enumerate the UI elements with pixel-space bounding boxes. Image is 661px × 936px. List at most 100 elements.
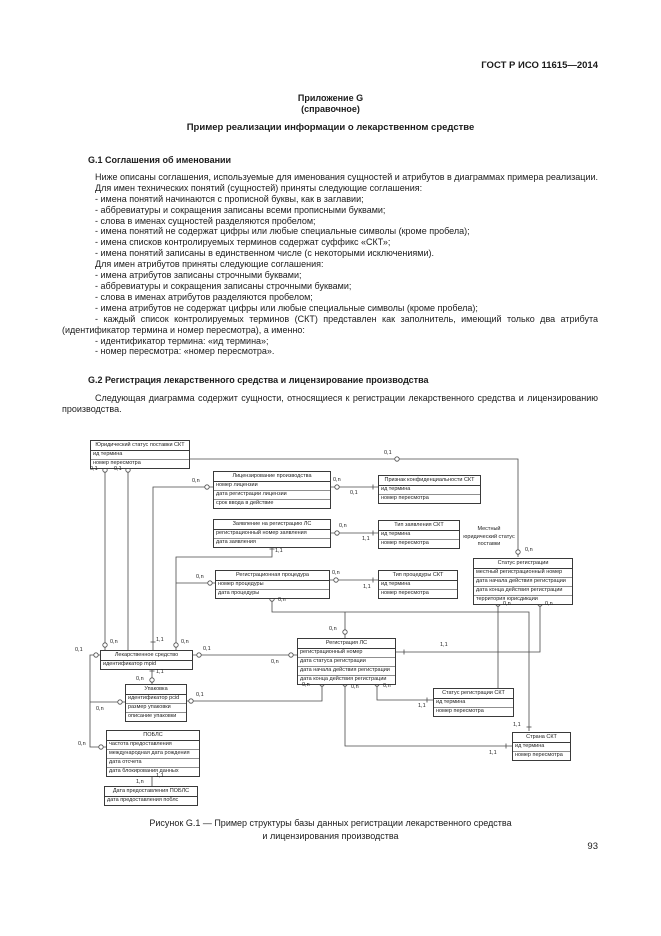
entity-attribute: дата начала действия регистрации (298, 665, 395, 675)
entity-title: Тип заявления СКТ (379, 521, 459, 531)
cardinality-label: 0,n (332, 570, 340, 576)
entity-attribute: ид термина (515, 743, 545, 749)
entity-title: Дата предоставления ПОБЛС (105, 787, 197, 797)
cardinality-label: 1,1 (440, 642, 448, 648)
appendix-kind: (справочное) (301, 104, 360, 114)
entity-title: Упаковка (126, 685, 186, 695)
entity-attribute: размер упаковки (126, 702, 186, 712)
entity-attribute: номер пересмотра (513, 750, 570, 760)
entity-title: Лекарственное средство (101, 651, 192, 661)
entity-attribute: идентификатор pcid (128, 695, 180, 701)
cardinality-label: 1,1 (156, 773, 164, 779)
cardinality-label: 1,1 (362, 536, 370, 542)
cardinality-label: 0,n (196, 574, 204, 580)
cardinality-label: 0,1 (384, 450, 392, 456)
cardinality-label: 0,1 (350, 490, 358, 496)
cardinality-label: 1,1 (156, 669, 164, 675)
entity-attribute: ид термина (381, 486, 411, 492)
cardinality-label: 0,n (271, 659, 279, 665)
entity-attribute: дата отсчета (107, 757, 199, 767)
entity-attribute: номер пересмотра (379, 588, 457, 598)
entity-title: Статус регистрации СКТ (434, 689, 513, 699)
cardinality-label: 0,n (192, 478, 200, 484)
cardinality-label: 1,n (136, 779, 144, 785)
entity-attribute: ид термина (381, 581, 411, 587)
appendix-label: Приложение G (297, 93, 364, 103)
cardinality-label: 1,1 (156, 637, 164, 643)
cardinality-label: 0,1 (114, 466, 122, 472)
entity-attribute: дата конца действия регистрации (474, 585, 572, 595)
cardinality-label: 0,n (351, 684, 359, 690)
cardinality-label: 0,n (525, 547, 533, 553)
cardinality-label: 0,1 (203, 646, 211, 652)
page-number: 93 (587, 841, 598, 852)
cardinality-label: 0,n (302, 682, 310, 688)
entity-attribute: номер пересмотра (434, 706, 513, 716)
entity-title: Регистрационная процедура (216, 571, 329, 581)
cardinality-label: 1,1 (489, 750, 497, 756)
appendix-heading: Приложение G (справочное) (0, 93, 661, 115)
entity-attribute: идентификатор mpid (103, 661, 157, 667)
cardinality-label: 0,1 (90, 466, 98, 472)
section-g2-heading: G.2 Регистрация лекарственного средства … (88, 375, 429, 386)
document-header: ГОСТ Р ИСО 11615—2014 (481, 60, 598, 71)
section-g1-heading: G.1 Соглашения об именовании (88, 155, 232, 165)
paragraph: - имена понятий записаны в единственном … (95, 248, 435, 259)
entity-attribute: описание упаковки (126, 711, 186, 721)
entity-attribute: территория юрисдикции (474, 594, 572, 604)
relationship-label-local-legal-supply-status: Местный юридический статус поставки (463, 526, 515, 547)
cardinality-label: 0,n (383, 683, 391, 689)
entity-title: ПОБЛС (107, 731, 199, 741)
paragraph: - идентификатор термина: «ид термина»; (95, 335, 269, 346)
cardinality-label: 0,n (545, 601, 553, 607)
entity-title: Лицензирование производства (214, 472, 330, 482)
paragraph: - слова в именах сущностей разделяются п… (95, 215, 316, 226)
entity-attribute: ид термина (93, 451, 123, 457)
paragraph: - имена списков контролируемых терминов … (95, 237, 391, 248)
entity-attribute: дата конца действия регистрации (298, 674, 395, 684)
entity-attribute: международная дата рождения (107, 748, 199, 758)
page-title: Пример реализации информации о лекарстве… (186, 122, 475, 133)
cardinality-label: 0,n (339, 523, 347, 529)
figure-caption-line2: и лицензирования производства (262, 830, 399, 841)
paragraph: Для имен атрибутов приняты следующие сог… (95, 259, 324, 270)
paragraph: - каждый список контролируемых терминов … (62, 313, 598, 335)
paragraph: Ниже описаны соглашения, используемые дл… (95, 171, 598, 182)
paragraph: - имена атрибутов записаны строчными бук… (95, 270, 302, 281)
section-g2-intro: Следующая диаграмма содержит сущности, о… (62, 393, 598, 415)
entity-title: Тип процедуры СКТ (379, 571, 457, 581)
cardinality-label: 0,n (110, 639, 118, 645)
cardinality-label: 0,n (333, 477, 341, 483)
cardinality-label: 0,n (136, 676, 144, 682)
entity-attribute: дата статуса регистрации (298, 656, 395, 666)
cardinality-label: 1,1 (275, 548, 283, 554)
body-text: G.1 Соглашения об именовании Ниже описан… (62, 155, 598, 415)
entity-attribute: номер пересмотра (91, 458, 189, 468)
entity-attribute: местный регистрационный номер (476, 569, 563, 575)
paragraph: Для имен технических понятий (сущностей)… (95, 182, 423, 193)
entity-attribute: дата регистрации лицензии (214, 489, 330, 499)
entity-attribute: дата предоставления поблс (107, 797, 179, 803)
cardinality-label: 0,n (503, 601, 511, 607)
paragraph: - имена понятий не содержат цифры или лю… (95, 226, 470, 237)
entity-attribute: регистрационный номер заявления (216, 530, 307, 536)
entity-title: Статус регистрации (474, 559, 572, 569)
figure-caption-line1: Рисунок G.1 — Пример структуры базы данн… (149, 818, 512, 828)
entity-attribute: номер процедуры (218, 581, 264, 587)
entity-title: Регистрация ЛС (298, 639, 395, 649)
paragraph: - номер пересмотра: «номер пересмотра». (95, 346, 275, 357)
entity-attribute: ид термина (381, 531, 411, 537)
